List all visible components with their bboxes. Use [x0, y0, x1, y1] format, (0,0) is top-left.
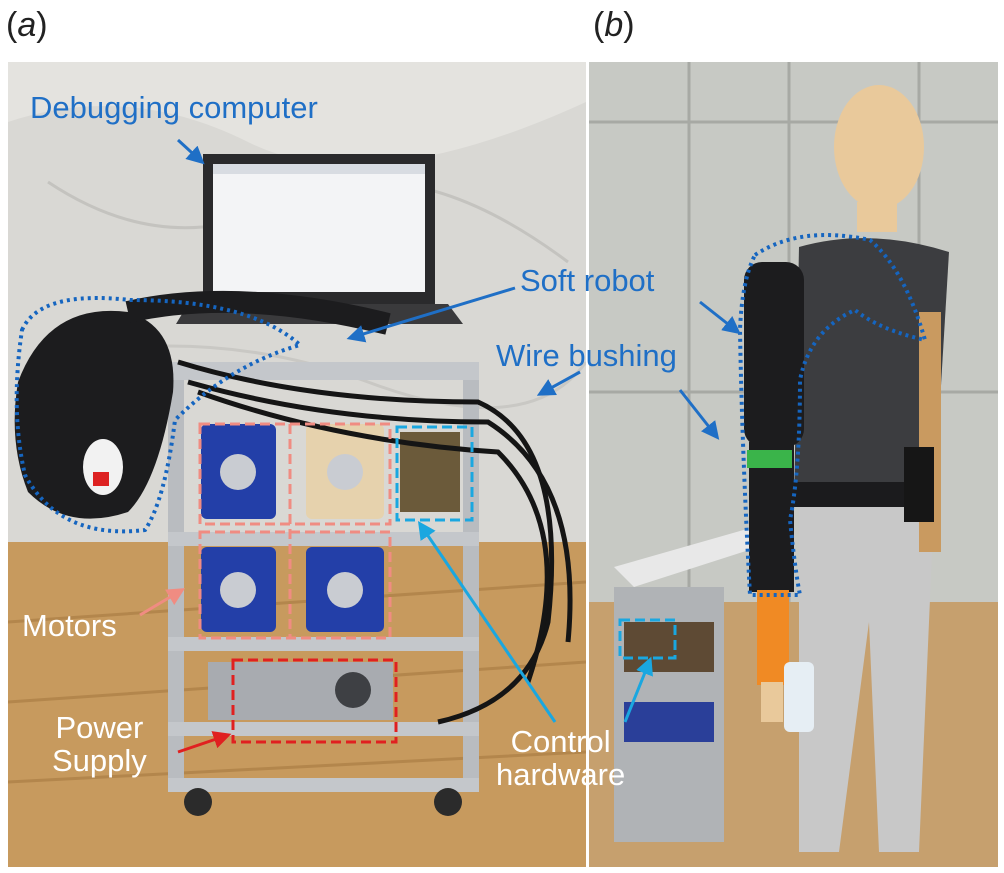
label-soft-robot: Soft robot: [520, 263, 655, 298]
photo-b-mannequin: [589, 62, 998, 867]
label-wire-bushing: Wire bushing: [496, 338, 677, 373]
label-motors: Motors: [22, 608, 117, 643]
label-power-supply: Power Supply: [52, 710, 147, 778]
label-control-hardware: Control hardware: [496, 724, 626, 792]
panel-label-a: (a): [6, 6, 48, 44]
panel-label-b: (b): [593, 6, 635, 44]
label-debugging-computer: Debugging computer: [30, 90, 318, 125]
